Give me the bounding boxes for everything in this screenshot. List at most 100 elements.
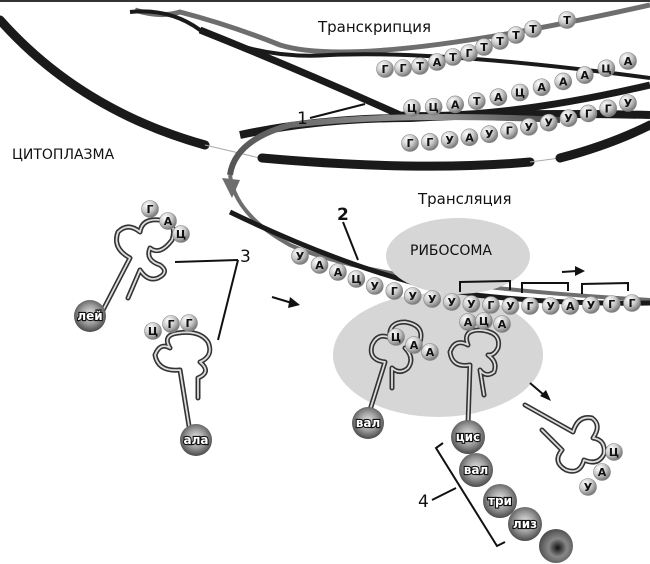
amino-acid-bead	[459, 453, 493, 487]
nucleotide-bead	[532, 78, 551, 97]
nucleotide-letter: Г	[406, 137, 413, 150]
mrna-nucleotide: У	[423, 290, 442, 308]
amino-acid: три	[483, 484, 517, 518]
mrna-transcript-nucleotide: А	[460, 128, 479, 147]
nucleotide-bead	[475, 38, 493, 56]
dna-top-nucleotide: Т	[558, 11, 576, 29]
anticodon-nucleotide: Ц	[172, 225, 190, 243]
amino-acid-label: три	[488, 494, 512, 508]
dna-strand-grey	[134, 2, 650, 55]
amino-acid-label: вал	[464, 463, 488, 477]
mrna-transcript-nucleotide: Г	[500, 121, 518, 140]
nucleotide-bead	[500, 121, 518, 140]
amino-acid-bead	[508, 507, 542, 541]
amino-acid: лей	[74, 300, 106, 332]
nucleotide-bead	[411, 57, 429, 75]
nucleotide-letter: У	[467, 298, 476, 311]
nucleotide-letter: Г	[167, 318, 174, 331]
nuclear-pore-gap	[204, 144, 261, 159]
dna-bottom-nucleotide: А	[554, 72, 573, 91]
anticodon-nucleotide: А	[405, 336, 423, 354]
nucleotide-letter: У	[564, 112, 573, 125]
nucleotide-letter: А	[624, 55, 633, 68]
nucleotide-bead	[376, 60, 394, 78]
nucleotide-letter: У	[525, 121, 534, 134]
nucleotide-bead	[593, 463, 611, 481]
anticodon-nucleotide: Ц	[144, 322, 162, 340]
nucleotide-bead	[507, 26, 525, 44]
nucleotide-bead	[511, 83, 529, 102]
nucleotide-bead	[602, 295, 621, 313]
nucleotide-letter: А	[315, 259, 324, 272]
nucleotide-letter: У	[506, 300, 515, 313]
nucleotide-bead	[623, 294, 641, 312]
arrow-to-ribosome-icon	[271, 296, 300, 308]
mrna-nucleotide: Ц	[347, 270, 366, 288]
nucleotide-letter: Т	[512, 29, 520, 42]
anticodon-nucleotide: Г	[180, 314, 198, 332]
nucleotide-bead	[605, 443, 623, 461]
nucleotide-letter: А	[426, 346, 435, 359]
nucleotide-letter: Г	[605, 102, 612, 115]
mrna-export-path	[228, 174, 650, 302]
dna-bottom-nucleotide: А	[575, 66, 594, 84]
nucleotide-bead	[467, 92, 486, 110]
nucleotide-bead	[421, 133, 439, 151]
nucleotide-letter: Ц	[407, 102, 417, 115]
nucleotide-letter: У	[544, 117, 553, 130]
nucleotide-letter: У	[371, 280, 380, 293]
dna-top-nucleotide: Т	[507, 26, 525, 44]
amino-acid: вал	[459, 453, 493, 487]
nucleotide-letter: Г	[465, 47, 472, 60]
amino-acid-bead	[483, 484, 517, 518]
nucleotide-bead	[424, 98, 443, 116]
amino-acid: цис	[451, 420, 485, 454]
anticodon-nucleotide: Г	[141, 200, 159, 218]
nucleotide-bead	[619, 94, 637, 112]
trna-released	[522, 402, 607, 474]
mrna-transcript-nucleotide: У	[520, 118, 538, 136]
anticodon-nucleotide: Ц	[475, 312, 493, 330]
ribosome-label: РИБОСОМА	[410, 243, 492, 259]
nucleotide-letter: А	[465, 131, 474, 144]
transcription-label: Транскрипция	[317, 18, 431, 36]
nucleotide-bead	[387, 328, 405, 346]
leader-line-4	[431, 487, 457, 501]
nucleotide-letter: Т	[449, 51, 457, 64]
cytoplasm-label: ЦИТОПЛАЗМА	[12, 147, 115, 163]
trna-release-arrow-icon	[529, 382, 551, 401]
nucleotide-bead	[401, 134, 419, 152]
nuclear-membrane-right	[555, 120, 650, 163]
ribosome-small-subunit	[386, 218, 530, 294]
nucleotide-letter: Г	[426, 136, 433, 149]
codon-bracket	[521, 282, 569, 293]
nucleotide-bead	[162, 315, 180, 333]
nucleotide-letter: Ц	[176, 228, 186, 241]
nuclear-pore-gap-2	[529, 157, 561, 163]
nucleotide-bead	[524, 20, 542, 38]
nucleotide-bead	[520, 118, 538, 136]
nucleotide-letter: А	[164, 215, 173, 228]
nucleotide-letter: А	[410, 339, 419, 352]
nucleotide-bead	[462, 295, 481, 313]
nuclear-membrane-mid	[257, 153, 535, 171]
nucleotide-letter: Т	[416, 60, 424, 73]
mrna-nucleotide: А	[329, 263, 347, 281]
nucleotide-letter: Г	[399, 62, 406, 75]
nucleotide-letter: А	[559, 75, 568, 88]
anticodon-nucleotide: Ц	[605, 443, 623, 461]
mrna-nucleotide: Г	[385, 282, 404, 300]
codon-bracket	[459, 279, 511, 292]
nucleotide-letter: Ц	[515, 86, 525, 99]
amino-acid-bead	[539, 529, 573, 563]
nucleotide-bead	[329, 263, 347, 281]
nucleotide-letter: А	[334, 266, 343, 279]
nucleotide-bead	[521, 297, 539, 315]
nucleotide-bead	[442, 293, 461, 311]
nucleotide-bead	[403, 287, 422, 305]
nucleotide-bead	[365, 277, 384, 295]
mrna-nucleotide: Г	[521, 297, 539, 315]
dna-top-nucleotide: Г	[394, 59, 412, 77]
